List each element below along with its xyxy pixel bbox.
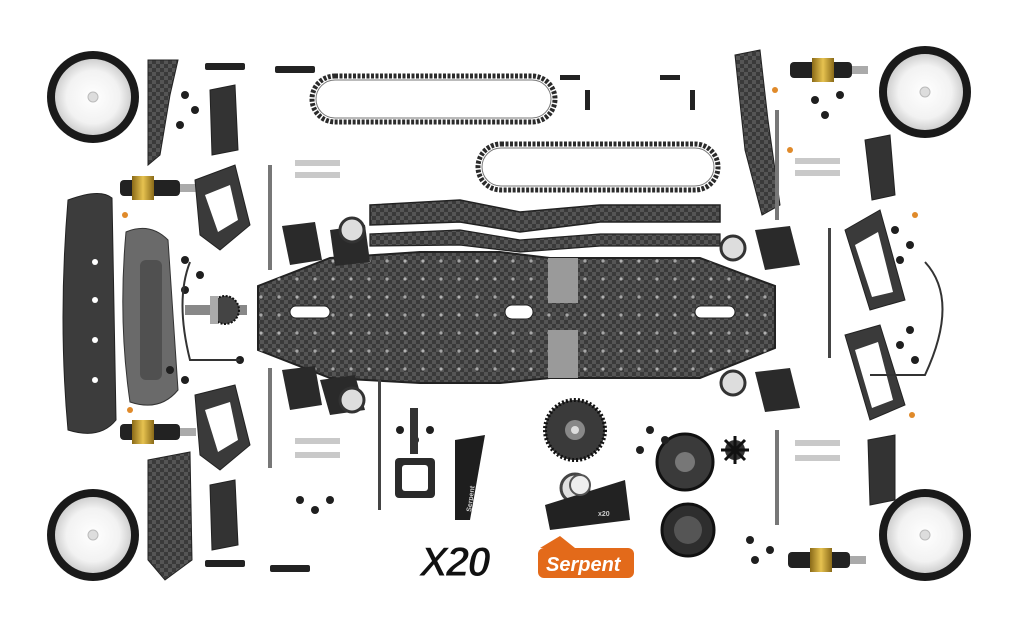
anti-roll-bar <box>181 261 944 376</box>
suspension-arm-icon <box>209 84 239 156</box>
bulkhead <box>755 226 800 270</box>
top-deck <box>369 199 721 253</box>
bulkhead <box>282 222 322 265</box>
shock-tower <box>147 451 193 581</box>
suspension-arm-icon <box>867 434 896 506</box>
motor-mount: Serpent <box>455 435 485 520</box>
suspension-arm-icon <box>209 479 239 551</box>
motor-mount-label: Serpent <box>466 485 477 512</box>
chassis-plate-icon <box>257 251 776 384</box>
gear-icon <box>185 295 247 325</box>
shock-tower <box>734 49 781 216</box>
suspension-arm-icon <box>194 384 251 471</box>
x20-logo: X20 <box>418 538 493 586</box>
suspension-arm-icon <box>864 134 896 201</box>
wheel-icon <box>47 51 139 143</box>
bearing-mount-label: x20 <box>598 511 610 518</box>
bulkhead <box>282 366 322 410</box>
shock-absorber-icon <box>788 548 866 572</box>
serpent-logo: Serpent <box>538 536 634 578</box>
wheel-icon <box>879 489 971 581</box>
screw-icon <box>166 91 919 564</box>
wheel-icon <box>47 489 139 581</box>
bumper-icon <box>122 227 179 406</box>
suspension-arm-icon <box>194 164 251 251</box>
model-logo-text: X20 <box>418 538 490 585</box>
suspension-arm-icon <box>844 209 906 311</box>
wheel-icon <box>879 46 971 138</box>
gear-icon <box>655 432 715 492</box>
gear-icon <box>721 436 749 464</box>
screw-icon <box>205 63 840 572</box>
suspension-arm-icon <box>844 324 906 421</box>
gear-icon <box>338 216 747 414</box>
shock-absorber-icon <box>120 420 196 444</box>
belt-icon <box>309 73 558 125</box>
bumper-icon <box>62 193 117 434</box>
shock-absorber-icon <box>790 58 868 82</box>
bulkhead <box>755 368 800 412</box>
bearing-mount: x20 <box>545 474 630 530</box>
shock-absorber-icon <box>120 176 196 200</box>
steering-link <box>395 408 435 498</box>
gear-icon <box>543 398 607 462</box>
washer <box>122 87 918 418</box>
brand-logo-text: Serpent <box>546 554 622 576</box>
gear-icon <box>660 502 716 558</box>
belt-icon <box>475 141 721 193</box>
shock-tower <box>147 59 179 167</box>
